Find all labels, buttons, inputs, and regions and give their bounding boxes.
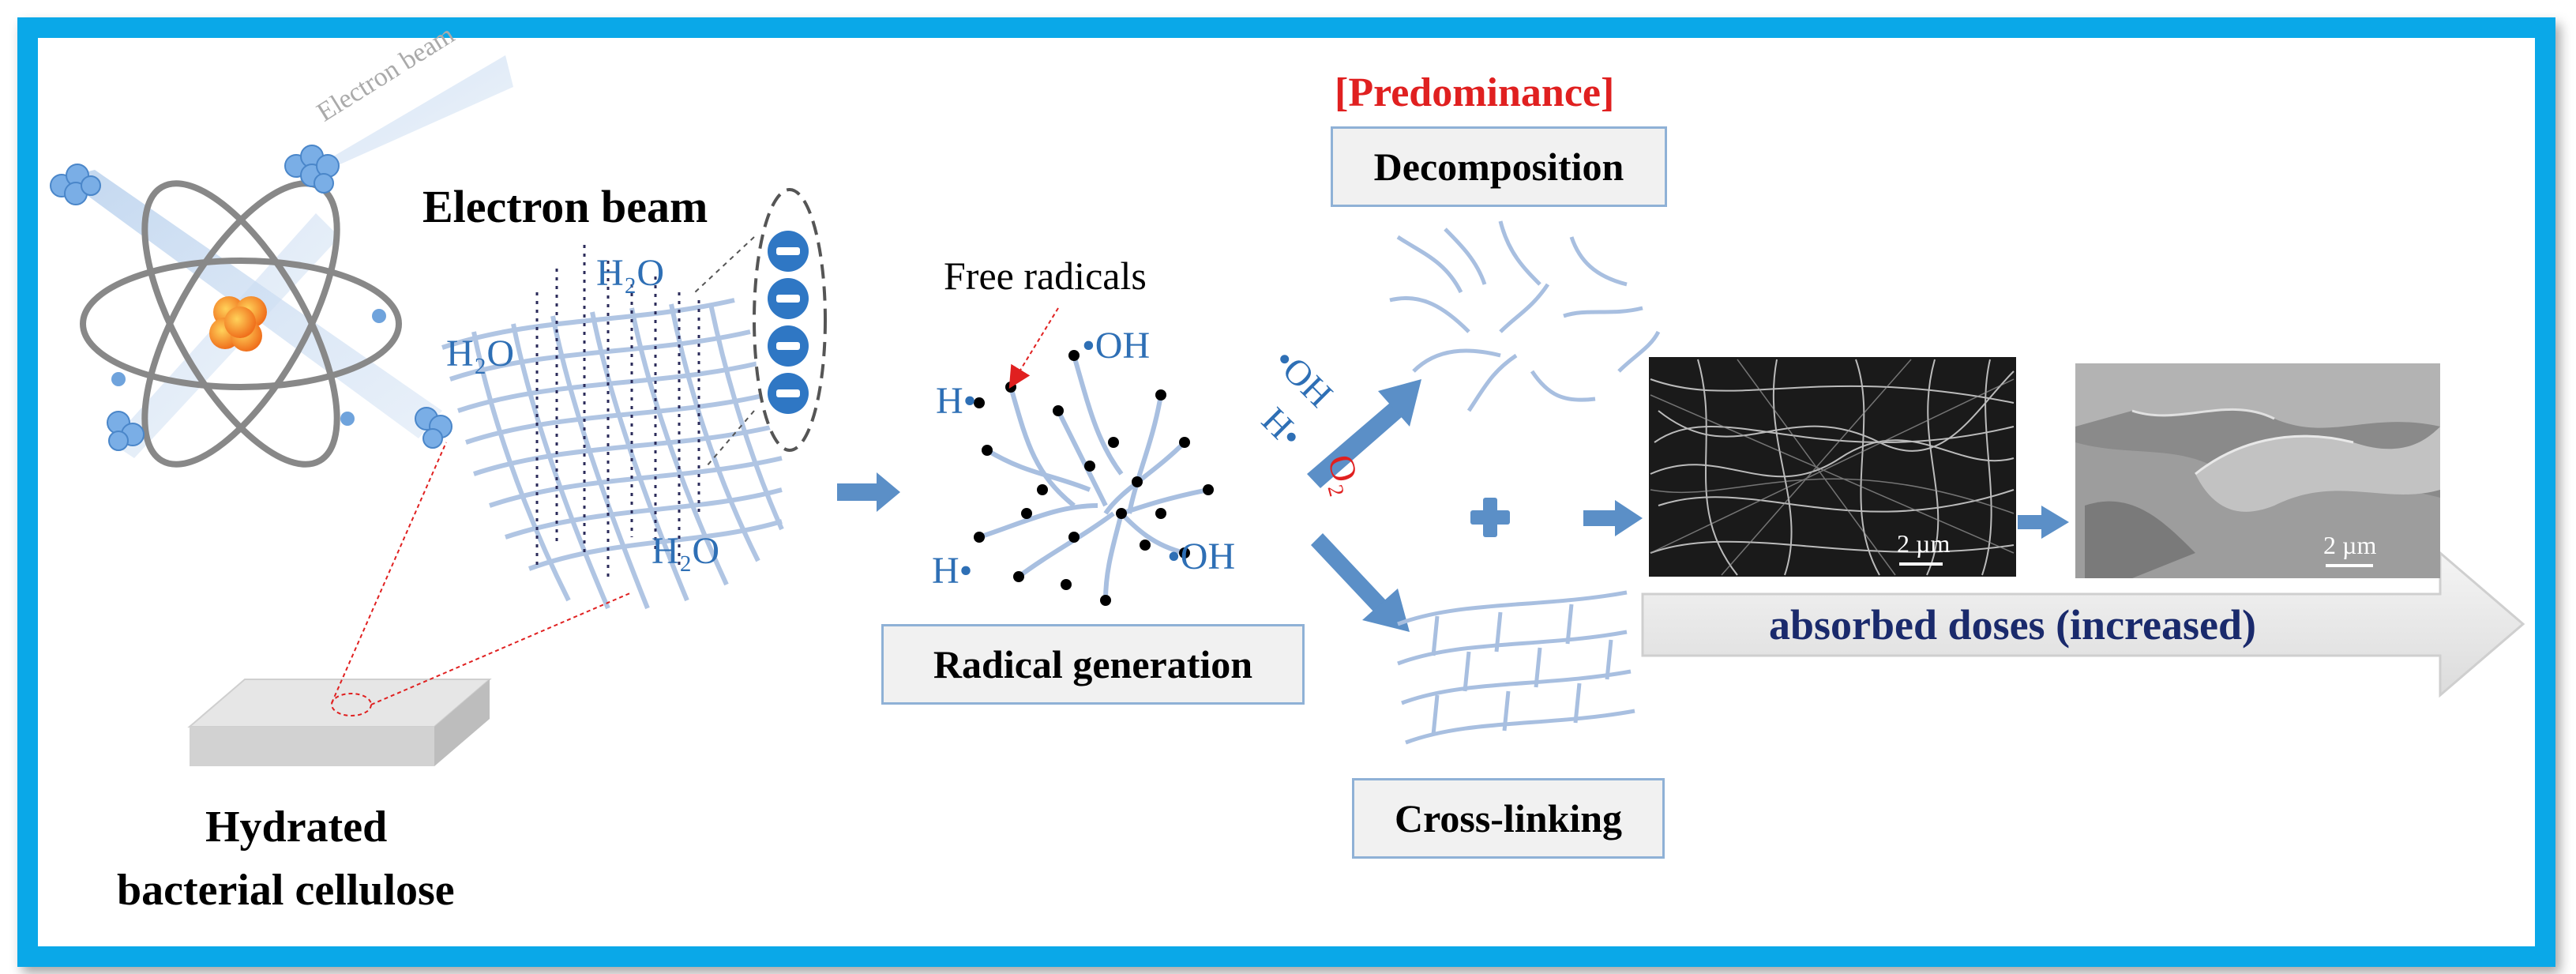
h-left-top-label: H• xyxy=(936,380,977,422)
sem-image-film xyxy=(2075,363,2440,578)
scale-bar-label-2: 2 µm xyxy=(2323,531,2377,559)
scale-bar-label-1: 2 µm xyxy=(1897,529,1951,558)
dose-arrow xyxy=(1641,550,2525,698)
crosslinked-network xyxy=(1397,590,1635,745)
free-radicals-label: Free radicals xyxy=(944,254,1147,298)
arrow-to-sem xyxy=(1583,500,1643,536)
arrow-between-sem xyxy=(2018,506,2069,539)
radical-generation-box: Radical generation xyxy=(881,624,1305,705)
water-label-bottom: H₂O xyxy=(652,530,720,572)
sem-image-fibrous xyxy=(1649,357,2016,577)
oh-right-label: •OH xyxy=(1167,536,1236,577)
water-label-top: H₂O xyxy=(596,252,665,294)
h-left-bottom-label: H• xyxy=(932,550,973,592)
arrow-to-crosslinking xyxy=(1311,533,1410,632)
arrow-to-decomposition xyxy=(1307,379,1421,488)
decomposed-fibers xyxy=(1389,220,1661,412)
cross-linking-box: Cross-linking xyxy=(1352,778,1665,859)
electron-cluster-icons xyxy=(50,145,452,451)
free-radical-pointer xyxy=(1008,307,1059,389)
oh-top-label: •OH xyxy=(1082,325,1151,367)
electron-beams xyxy=(63,55,513,458)
electron-tracks xyxy=(535,245,700,577)
hydrated-label-line1: Hydrated xyxy=(205,803,388,852)
predominance-label: [Predominance] xyxy=(1335,70,1615,115)
water-label-left: H₂O xyxy=(446,333,515,374)
cellulose-slab xyxy=(187,442,633,766)
plus-icon xyxy=(1470,498,1510,537)
radical-dots xyxy=(974,350,1214,606)
arrow-to-radicals xyxy=(837,472,900,512)
hydrated-label-line2: bacterial cellulose xyxy=(117,866,455,915)
atom-icon xyxy=(80,180,402,468)
electron-beam-label: Electron beam xyxy=(422,181,708,232)
electron-minus-icon xyxy=(768,231,809,414)
radical-network xyxy=(978,355,1209,601)
absorbed-doses-label: absorbed doses (increased) xyxy=(1769,601,2257,649)
decomposition-box: Decomposition xyxy=(1331,126,1667,207)
